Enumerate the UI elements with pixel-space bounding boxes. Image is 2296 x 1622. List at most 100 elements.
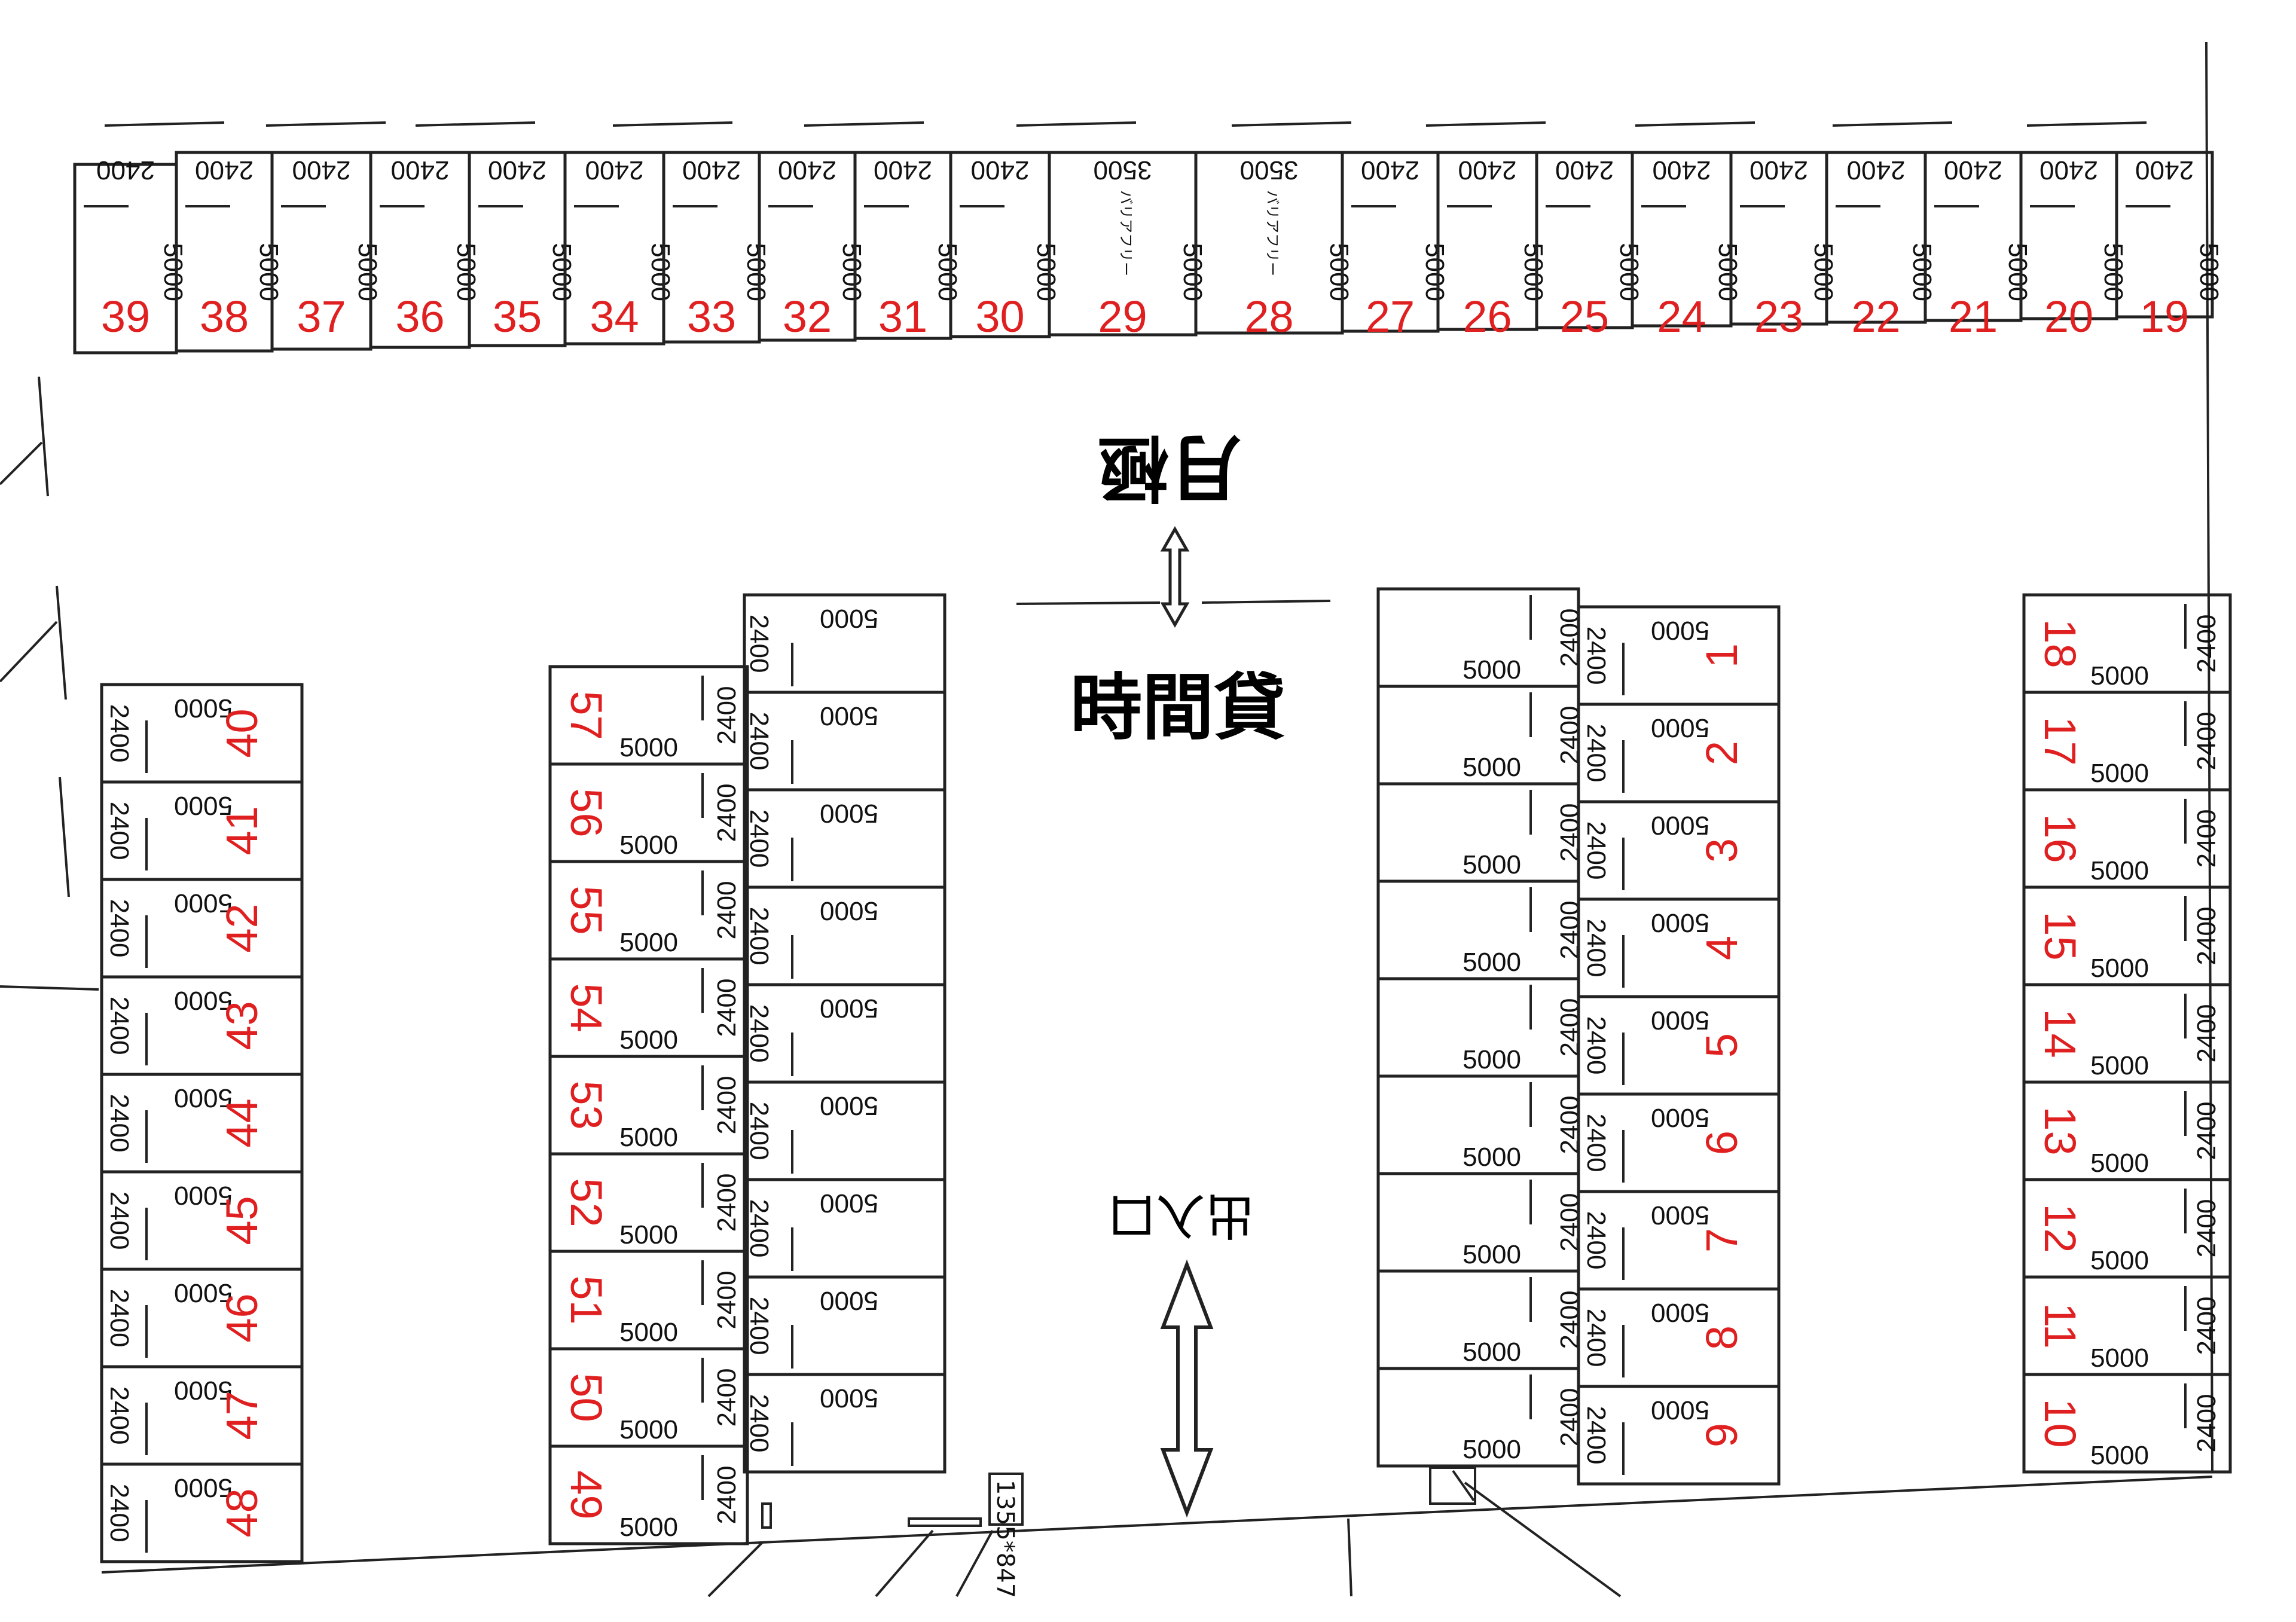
stall-depth-dim: 5000 xyxy=(1324,243,1354,301)
stall-depth-dim: 5000 xyxy=(933,243,962,301)
stall-depth-dim: 5000 xyxy=(820,799,878,828)
stall-width-dim: 3500 xyxy=(1094,155,1152,185)
stall-width-dim: 2400 xyxy=(712,881,741,940)
stall-number: 33 xyxy=(687,292,736,341)
stall-number: 55 xyxy=(561,885,611,934)
stall-width-dim: 2400 xyxy=(712,1174,741,1232)
stall-number: 27 xyxy=(1366,292,1415,341)
stall-width-dim: 2400 xyxy=(2192,810,2221,868)
stall-depth-dim: 5000 xyxy=(1519,243,1548,301)
stall-depth-dim: 5000 xyxy=(1651,811,1709,840)
stall-width-dim: 2400 xyxy=(744,1102,774,1160)
entrance-arrow xyxy=(1160,1259,1214,1518)
barrier-free-label: バリアフリー xyxy=(1264,190,1281,276)
hourly-label: 時間貸 xyxy=(1070,667,1286,750)
stall-depth-dim: 5000 xyxy=(2090,856,2149,885)
entrance-label: 出入口 xyxy=(1107,1187,1254,1244)
stall-width-dim: 2400 xyxy=(712,1369,741,1427)
stall-number: 8 xyxy=(1697,1325,1747,1350)
stall-width-dim: 2400 xyxy=(2192,1199,2221,1258)
stall-width-dim: 2400 xyxy=(105,1192,134,1250)
stall-depth-dim: 5000 xyxy=(1463,655,1521,685)
stall-width-dim: 2400 xyxy=(1581,1309,1611,1367)
stall-width-dim: 2400 xyxy=(96,155,155,185)
stall-depth-dim: 5000 xyxy=(547,243,576,301)
stall-number: 39 xyxy=(101,292,150,341)
stall-depth-dim: 5000 xyxy=(174,1181,233,1210)
stall-width-dim: 2400 xyxy=(1581,1406,1611,1465)
stall-number: 32 xyxy=(783,292,832,341)
stall-number: 26 xyxy=(1463,292,1512,341)
stall-depth-dim: 5000 xyxy=(619,830,678,860)
stall-depth-dim: 5000 xyxy=(1463,1045,1521,1074)
stall-number: 47 xyxy=(217,1391,267,1440)
stall-number: 18 xyxy=(2035,619,2085,668)
stall-depth-dim: 5000 xyxy=(1463,948,1521,977)
stall-width-dim: 2400 xyxy=(105,1289,134,1348)
stall-depth-dim: 5000 xyxy=(619,1318,678,1347)
stall-number: 45 xyxy=(217,1196,267,1245)
stall-width-dim: 2400 xyxy=(105,1094,134,1153)
